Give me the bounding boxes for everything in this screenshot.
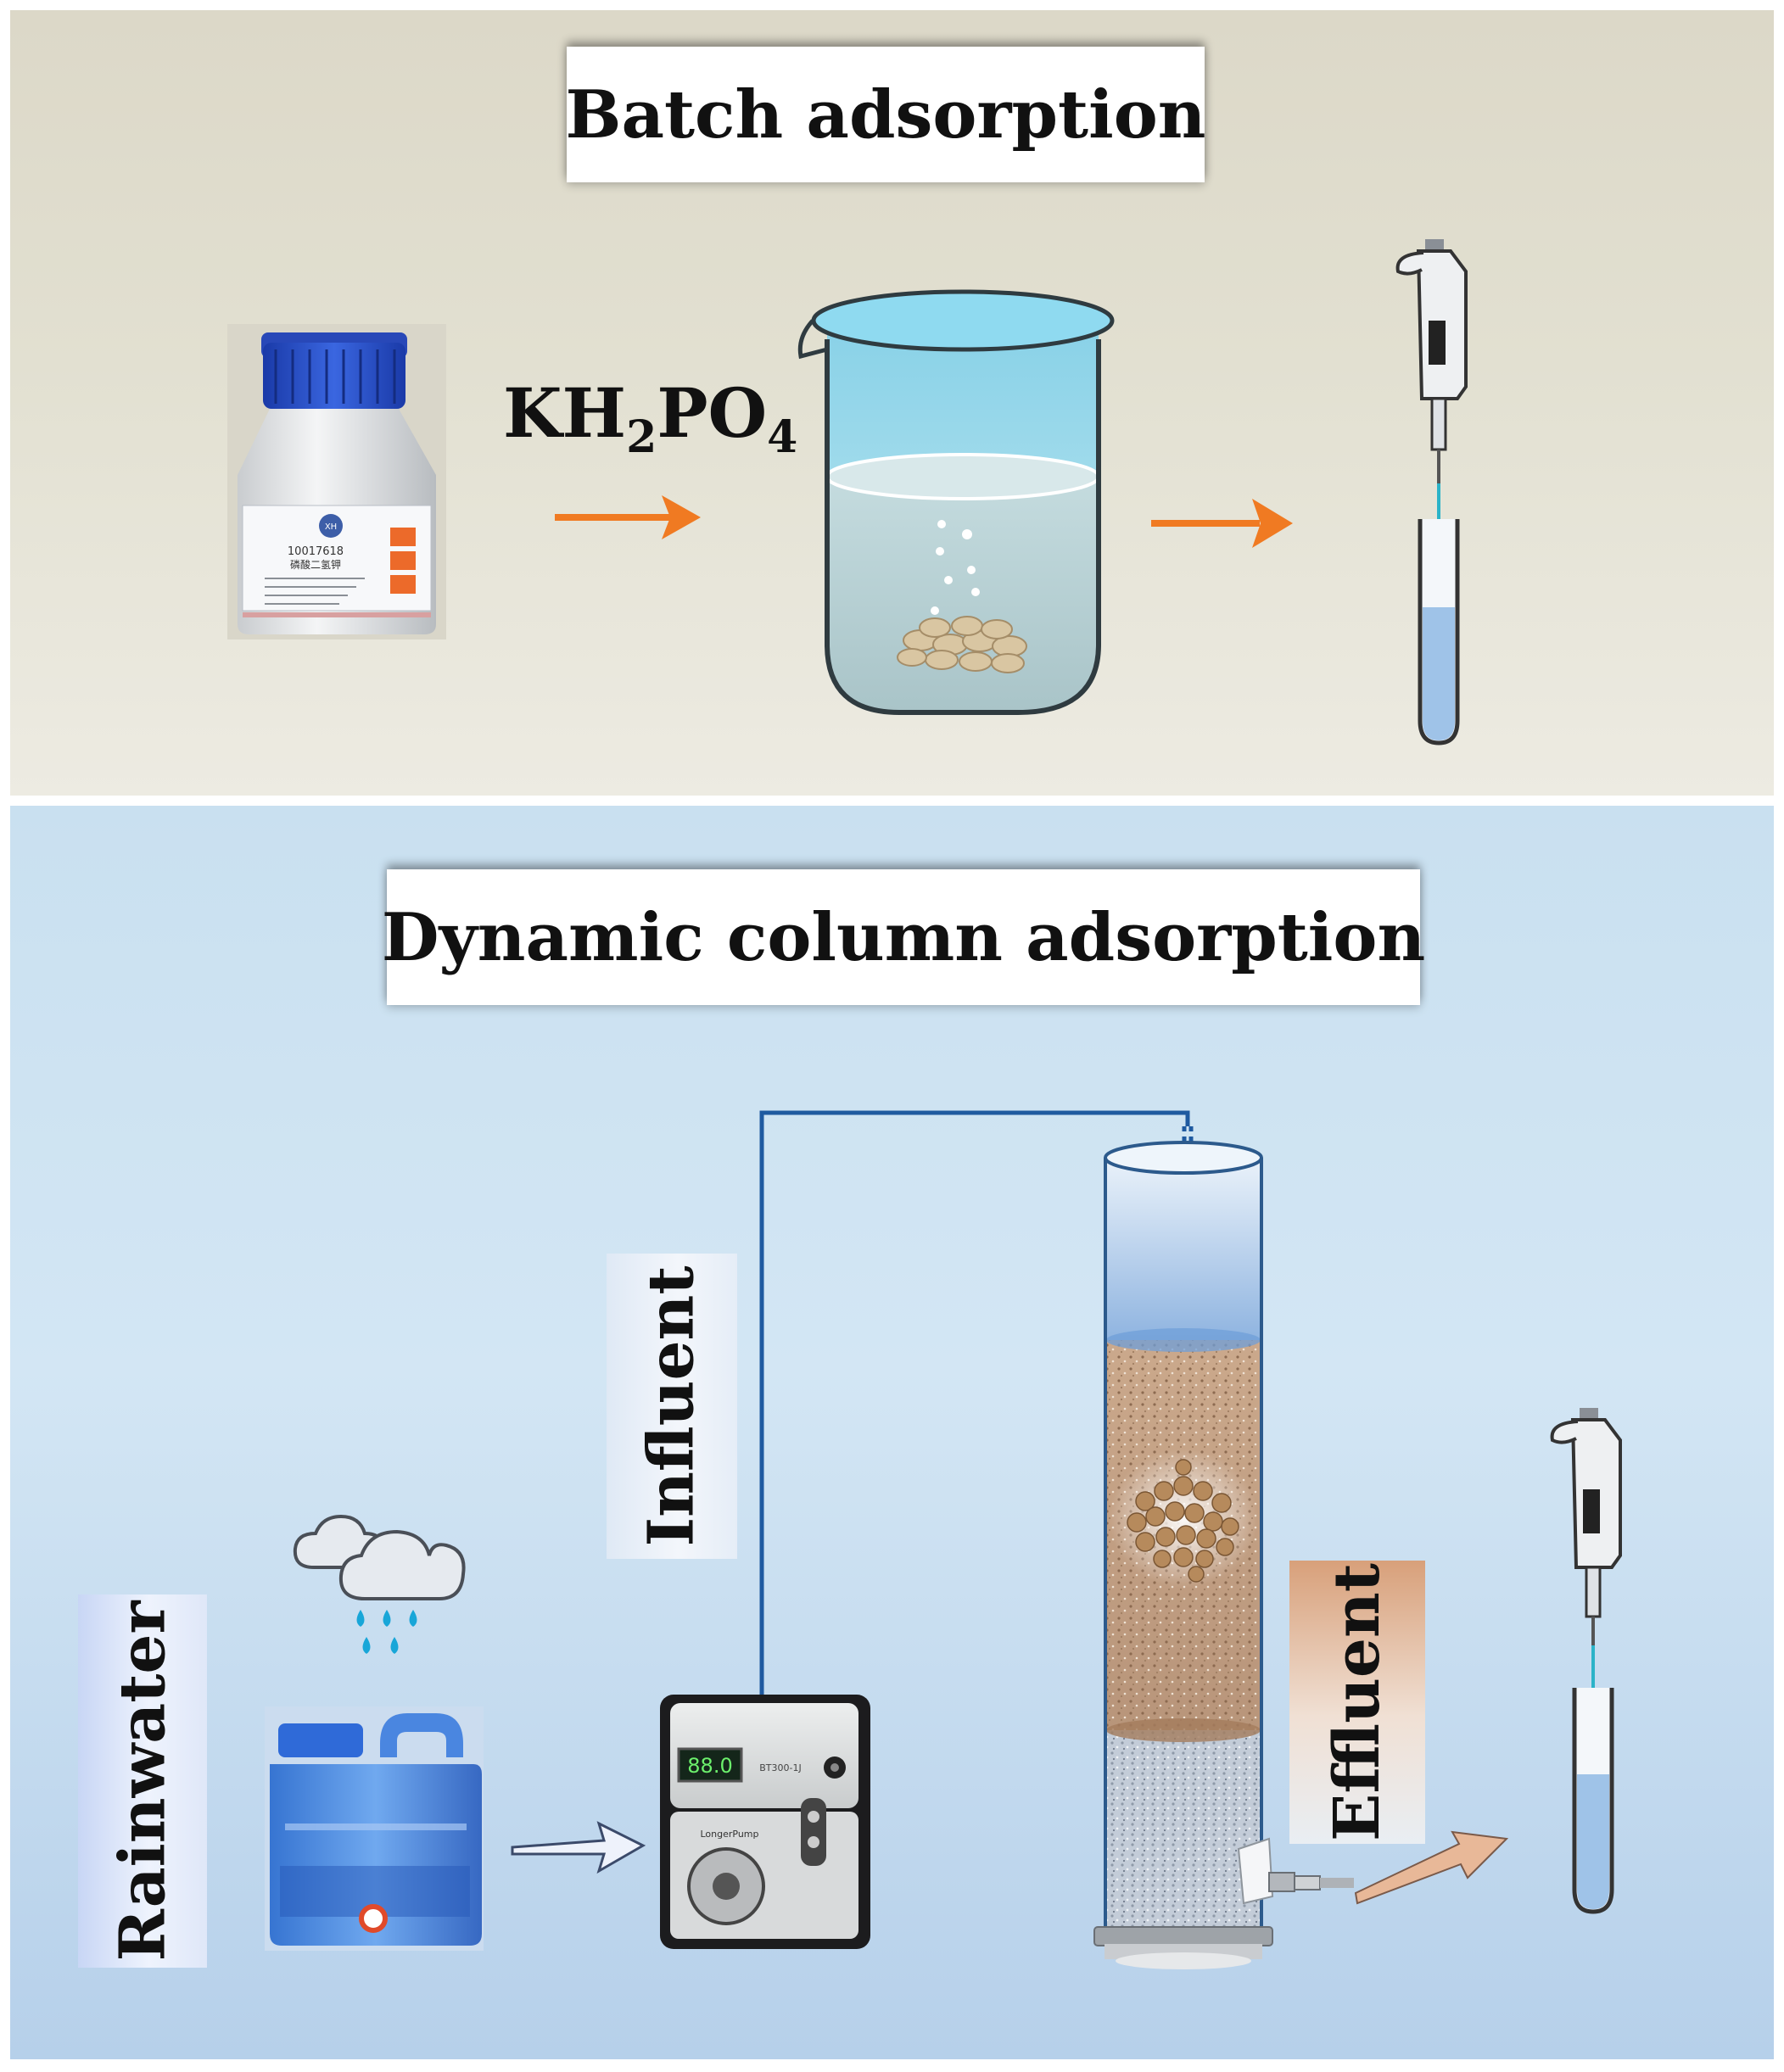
rain-cloud-icon (293, 1514, 466, 1654)
adsorption-column (1093, 1141, 1354, 1969)
batch-title: Batch adsorption (566, 47, 1205, 182)
effluent-arrow (1354, 1830, 1509, 1905)
formula-sub1: 2 (626, 411, 657, 463)
reagent-formula: KH2PO4 (503, 373, 797, 463)
pipette-batch (1395, 239, 1468, 551)
reagent-bottle: XH 10017618 磷酸二氢钾 (227, 324, 446, 639)
svg-text:XH: XH (325, 522, 337, 532)
influent-label-text: Influent (635, 1265, 708, 1547)
test-tube-column (1572, 1688, 1614, 1914)
formula-mid: PO (657, 373, 768, 453)
arrow-to-pump (511, 1821, 646, 1874)
test-tube-batch (1418, 519, 1460, 746)
formula-sub2: 4 (767, 411, 798, 463)
bottle-code: 10017618 (288, 545, 344, 558)
arrow-to-pipette (1151, 499, 1293, 548)
rainwater-label-text: Rainwater (106, 1600, 179, 1962)
dynamic-title: Dynamic column adsorption (382, 869, 1425, 1005)
rainwater-jug (265, 1706, 484, 1951)
bottle-name: 磷酸二氢钾 (290, 558, 341, 571)
arrow-to-beaker (555, 495, 701, 539)
pipette-column (1550, 1408, 1622, 1705)
effluent-label: Effluent (1289, 1561, 1425, 1844)
formula-prefix: KH (503, 373, 627, 453)
pump-display: 88.0 (687, 1754, 732, 1778)
effluent-label-text: Effluent (1321, 1563, 1394, 1841)
pump-model: BT300-1J (759, 1762, 801, 1773)
peristaltic-pump: 88.0 BT300-1J LongerPump (660, 1695, 870, 1949)
beaker (797, 289, 1115, 715)
pump-brand: LongerPump (700, 1829, 758, 1840)
rainwater-label: Rainwater (78, 1594, 207, 1968)
influent-label: Influent (607, 1254, 737, 1559)
